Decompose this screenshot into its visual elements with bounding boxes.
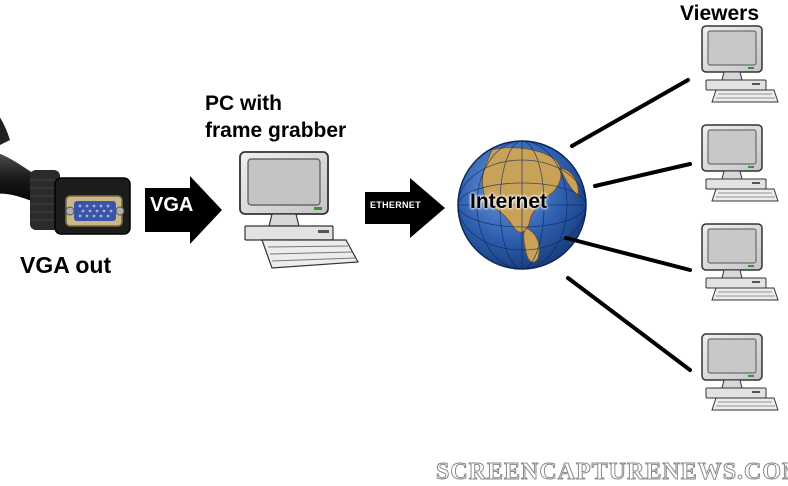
pc-label-line1: PC with <box>205 92 282 115</box>
pc-monitor-icon <box>239 151 359 269</box>
vga-arrow <box>145 176 222 244</box>
vga-connector-icon <box>0 117 131 235</box>
watermark: SCREENCAPTURENEWS.COM <box>436 459 788 486</box>
viewer-computer-icon <box>701 333 779 411</box>
viewers-label: Viewers <box>680 2 760 25</box>
viewer-computer-icon <box>701 223 779 301</box>
ethernet-arrow <box>365 178 445 238</box>
viewer-computer-icon <box>701 25 779 103</box>
vga-arrow-label: VGA <box>150 194 194 216</box>
ethernet-arrow-label: ETHERNET <box>370 200 421 210</box>
pc-label: PC with frame grabber <box>205 90 346 144</box>
connection-lines <box>564 78 692 372</box>
globe-icon <box>457 140 587 270</box>
internet-label: Internet <box>470 190 548 213</box>
pc-label-line2: frame grabber <box>205 119 347 142</box>
viewer-computer-icon <box>701 124 779 202</box>
vga-out-label: VGA out <box>20 252 112 278</box>
